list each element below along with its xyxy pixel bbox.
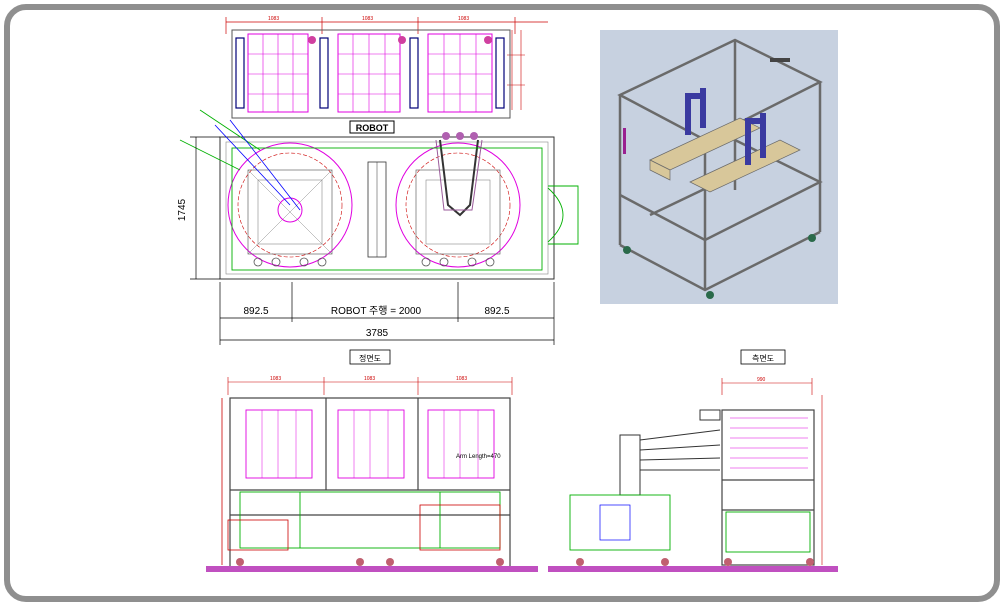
front-view: 정면도 1083 1083 1083 Arm Length=: [206, 349, 538, 572]
right-robot-station: [395, 132, 521, 268]
left-robot-station: [227, 142, 353, 268]
front-top-dim-3: 1083: [456, 376, 467, 382]
front-top-dim-1: 1083: [270, 376, 281, 382]
plan-top-dim-3: 1083: [458, 16, 469, 22]
plan-green-guards: [179, 109, 579, 271]
front-red-frame: [221, 398, 501, 565]
render-background: [600, 30, 838, 304]
plan-bottom-dimensions: [219, 282, 555, 345]
plan-grippers: [308, 36, 492, 44]
front-cassettes: [245, 409, 495, 479]
robot-label: ROBOT: [356, 123, 389, 133]
isometric-render: [600, 30, 838, 304]
plan-cassette-3: [427, 33, 493, 113]
dim-right: 892.5: [484, 306, 509, 317]
plan-top-dim-2: 1083: [362, 16, 373, 22]
plan-cassette-1: [247, 33, 309, 113]
plan-module-frame: [231, 29, 511, 119]
dim-robot-travel: ROBOT 주행 = 2000: [331, 305, 422, 317]
side-top-dim: 990: [757, 377, 766, 383]
dim-1745-line: [190, 136, 220, 280]
side-cassettes: [730, 417, 808, 469]
dim-1745: 1745: [177, 198, 188, 221]
dim-left: 892.5: [243, 306, 268, 317]
front-floor: [206, 566, 538, 572]
plan-top-dim-1: 1083: [268, 16, 279, 22]
plan-view: 1083 1083 1083: [177, 16, 579, 345]
plan-cassette-2: [337, 33, 401, 113]
robot-label-box: [349, 120, 395, 134]
front-wheels: [236, 558, 504, 566]
side-floor: [548, 566, 838, 572]
plan-machine-outline: [219, 136, 555, 280]
front-view-title: 정면도: [359, 353, 381, 363]
plan-posts: [235, 37, 505, 109]
side-view-title: 측면도: [752, 353, 774, 363]
front-top-dim-2: 1083: [364, 376, 375, 382]
side-robot-arms: [619, 409, 721, 496]
plan-top-dimensions: [225, 17, 548, 34]
front-top-dimensions: [227, 377, 513, 395]
side-view: 측면도 990: [548, 349, 838, 572]
dim-total: 3785: [366, 328, 389, 339]
plan-blue-reach: [214, 119, 301, 211]
front-arm-note: Arm Length=470: [456, 454, 501, 460]
